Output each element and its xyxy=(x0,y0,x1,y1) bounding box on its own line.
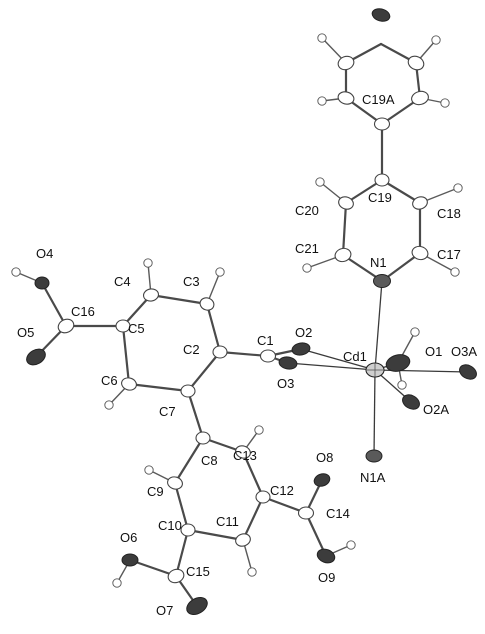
label-C2: C2 xyxy=(183,342,200,357)
label-C6: C6 xyxy=(101,373,118,388)
label-C5: C5 xyxy=(128,321,145,336)
label-O7: O7 xyxy=(156,603,173,618)
label-N1: N1 xyxy=(370,255,387,270)
label-Cd1: Cd1 xyxy=(343,349,367,364)
label-C14: C14 xyxy=(326,506,350,521)
carbon-atoms xyxy=(57,55,429,584)
label-C21: C21 xyxy=(295,241,319,256)
label-O2: O2 xyxy=(295,325,312,340)
atom-labels: C19A C19 C20 C18 C21 N1 C17 O4 C4 C3 C16… xyxy=(17,92,477,618)
hydrogen-atoms xyxy=(11,33,463,588)
label-O3: O3 xyxy=(277,376,294,391)
label-C17: C17 xyxy=(437,247,461,262)
label-C19A: C19A xyxy=(362,92,395,107)
label-C20: C20 xyxy=(295,203,319,218)
label-C8: C8 xyxy=(201,453,218,468)
bond-layer xyxy=(15,37,469,608)
label-C19: C19 xyxy=(368,190,392,205)
label-O9: O9 xyxy=(318,570,335,585)
label-C10: C10 xyxy=(158,518,182,533)
atom-layer xyxy=(11,8,477,616)
label-C16: C16 xyxy=(71,304,95,319)
label-O6: O6 xyxy=(120,530,137,545)
label-C12: C12 xyxy=(270,483,294,498)
label-C3: C3 xyxy=(183,274,200,289)
label-C11: C11 xyxy=(216,514,239,529)
label-C15: C15 xyxy=(186,564,210,579)
nitrogen-atoms xyxy=(365,274,391,463)
oxygen-atoms xyxy=(26,8,477,616)
label-C9: C9 xyxy=(147,484,164,499)
label-C1: C1 xyxy=(257,333,274,348)
label-C18: C18 xyxy=(437,206,461,221)
label-O1: O1 xyxy=(425,344,442,359)
label-N1A: N1A xyxy=(360,470,386,485)
label-O5: O5 xyxy=(17,325,34,340)
label-O2A: O2A xyxy=(423,402,449,417)
label-C7: C7 xyxy=(159,404,176,419)
label-C13: C13 xyxy=(233,448,257,463)
cadmium-atom xyxy=(365,362,385,378)
label-C4: C4 xyxy=(114,274,131,289)
label-O3A: O3A xyxy=(451,344,477,359)
label-O4: O4 xyxy=(36,246,53,261)
label-O8: O8 xyxy=(316,450,333,465)
